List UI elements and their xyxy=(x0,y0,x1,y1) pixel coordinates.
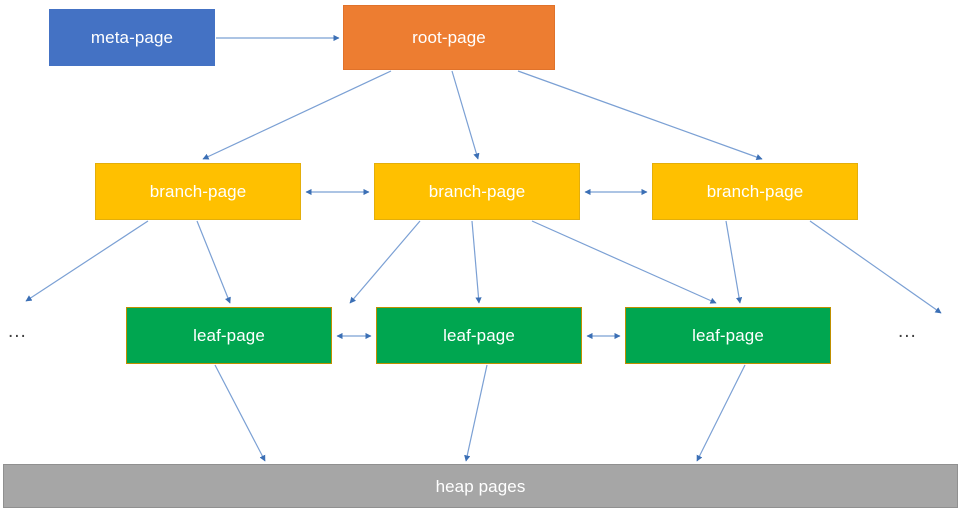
node-root-page[interactable]: root-page xyxy=(343,5,555,70)
edge-root-to-branch-middle xyxy=(451,70,480,160)
node-leaf-page-middle-label: leaf-page xyxy=(443,326,515,345)
edge-leaf-left-to-heap xyxy=(214,364,266,462)
edge-leaf-middle-to-heap xyxy=(464,364,488,462)
edge-leaf-right-to-heap xyxy=(696,364,746,462)
node-branch-page-right-label: branch-page xyxy=(706,182,804,201)
edge-root-to-branch-right xyxy=(517,70,763,161)
node-heap-pages[interactable]: heap pages xyxy=(3,464,958,508)
node-branch-page-left[interactable]: branch-page xyxy=(95,163,301,220)
node-branch-page-middle[interactable]: branch-page xyxy=(374,163,580,220)
ellipsis-left: ... xyxy=(8,321,27,342)
node-leaf-page-left[interactable]: leaf-page xyxy=(126,307,332,364)
edge-branch-left-to-leaf-left xyxy=(196,220,231,304)
edge-branch-middle-to-leaf-right xyxy=(531,220,717,304)
node-meta-page[interactable]: meta-page xyxy=(49,9,215,66)
node-branch-page-middle-label: branch-page xyxy=(428,182,526,201)
ellipsis-right: ... xyxy=(898,321,917,342)
node-branch-page-right[interactable]: branch-page xyxy=(652,163,858,220)
node-leaf-page-left-label: leaf-page xyxy=(193,326,265,345)
node-branch-page-left-label: branch-page xyxy=(149,182,247,201)
edge-branch-middle-to-leaf-middle xyxy=(471,220,482,304)
node-leaf-page-right-label: leaf-page xyxy=(692,326,764,345)
node-heap-pages-label: heap pages xyxy=(435,476,526,496)
edge-root-to-branch-left xyxy=(202,70,392,160)
node-meta-page-label: meta-page xyxy=(90,28,174,47)
edge-branch-right-to-leaf-right xyxy=(725,220,743,304)
edge-branch-left-to-ellipsis-left xyxy=(25,220,149,302)
node-leaf-page-middle[interactable]: leaf-page xyxy=(376,307,582,364)
node-leaf-page-right[interactable]: leaf-page xyxy=(625,307,831,364)
edge-branch-right-to-ellipsis-right xyxy=(809,220,942,314)
node-root-page-label: root-page xyxy=(412,28,486,47)
edge-branch-middle-to-leaf-left xyxy=(349,220,421,304)
